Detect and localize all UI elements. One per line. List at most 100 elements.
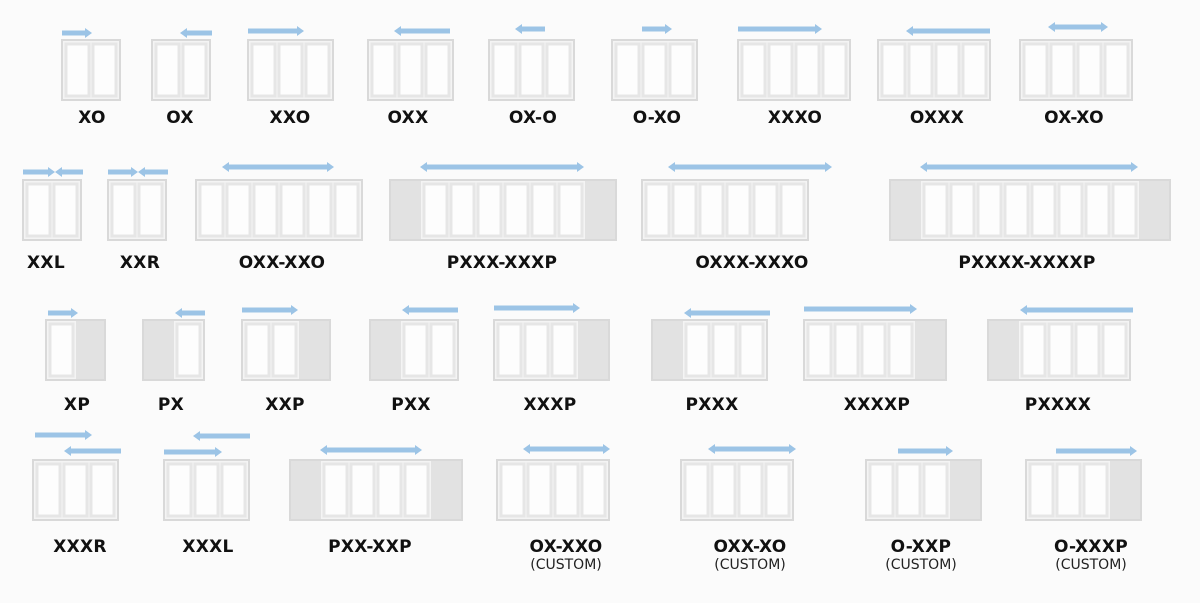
config-code: XXO xyxy=(269,108,311,128)
slide-arrow xyxy=(248,26,304,36)
door-panel xyxy=(35,462,62,518)
config-label: XXXP xyxy=(524,395,577,415)
door-panel xyxy=(550,322,577,378)
config-code: XXXP xyxy=(523,395,577,415)
slide-arrow xyxy=(138,167,168,177)
door-panel xyxy=(895,462,922,518)
config-code: OX xyxy=(166,108,194,128)
slide-arrow xyxy=(1056,446,1137,456)
door-panel xyxy=(1055,462,1082,518)
config-code: OXX-XO xyxy=(713,537,787,557)
door-panel xyxy=(225,182,252,238)
door-panel xyxy=(198,182,225,238)
door-panel xyxy=(193,462,220,518)
config-label: PXXXX-XXXXP xyxy=(958,253,1095,273)
config-code: XXXO xyxy=(767,108,823,128)
door-panel xyxy=(1020,322,1047,378)
door-panel xyxy=(949,182,976,238)
config-code: XP xyxy=(63,395,91,415)
config-note: (CUSTOM) xyxy=(714,557,786,573)
door-panel xyxy=(220,462,247,518)
door-panel xyxy=(52,182,79,238)
slide-arrow xyxy=(523,444,610,454)
door-panel xyxy=(887,322,914,378)
config-label: PXX xyxy=(391,395,431,415)
door-panel xyxy=(181,42,208,98)
config-label: OXX-XXO xyxy=(239,253,326,273)
door-panel xyxy=(860,322,887,378)
config-label: PX xyxy=(158,395,184,415)
config-label: OXX-XO(CUSTOM) xyxy=(713,537,786,574)
slide-arrow xyxy=(906,26,990,36)
slide-arrow xyxy=(920,162,1138,172)
door-panel xyxy=(738,322,765,378)
slide-arrow xyxy=(62,28,92,38)
config-code: PXXX xyxy=(685,395,739,415)
door-panel xyxy=(684,322,711,378)
door-panel xyxy=(752,182,779,238)
door-panel xyxy=(806,322,833,378)
config-label: XXO xyxy=(270,108,311,128)
slide-arrow xyxy=(708,444,796,454)
door-panel xyxy=(553,462,580,518)
door-panel xyxy=(1028,462,1055,518)
door-panel xyxy=(740,42,767,98)
door-panel xyxy=(671,182,698,238)
door-panel xyxy=(1084,182,1111,238)
config-label: OXXX xyxy=(910,108,964,128)
slide-arrow xyxy=(898,446,953,456)
config-code: XXXXP xyxy=(843,395,911,415)
door-panel xyxy=(794,42,821,98)
door-panel xyxy=(62,462,89,518)
door-panel xyxy=(767,42,794,98)
config-code: PXX-XXP xyxy=(328,537,412,557)
config-label: PXXX xyxy=(686,395,739,415)
door-panel xyxy=(698,182,725,238)
fixed-panel xyxy=(891,181,921,239)
slide-arrow xyxy=(320,445,422,455)
slide-arrow xyxy=(1020,305,1133,315)
config-label: XXXL xyxy=(182,537,233,557)
door-panel xyxy=(154,42,181,98)
slide-arrow xyxy=(180,28,212,38)
door-panel xyxy=(1111,182,1138,238)
door-panel xyxy=(403,462,430,518)
door-panel xyxy=(530,182,557,238)
fixed-panel xyxy=(578,321,608,379)
config-label: PXXXX xyxy=(1025,395,1091,415)
config-code: PXXXX xyxy=(1024,395,1092,415)
fixed-panel xyxy=(989,321,1019,379)
config-code: OXX-XXO xyxy=(238,253,326,273)
door-panel xyxy=(64,42,91,98)
door-panel xyxy=(779,182,806,238)
door-panel xyxy=(306,182,333,238)
slide-arrow xyxy=(64,446,121,456)
config-label: OX-XXO(CUSTOM) xyxy=(529,537,602,574)
door-panel xyxy=(711,322,738,378)
door-panel xyxy=(422,182,449,238)
config-label: O-XXP(CUSTOM) xyxy=(885,537,956,574)
door-panel xyxy=(503,182,530,238)
config-label: OX-XO xyxy=(1044,108,1104,128)
door-panel xyxy=(614,42,641,98)
fixed-panel xyxy=(299,321,329,379)
door-panel xyxy=(491,42,518,98)
fixed-panel xyxy=(431,461,461,519)
door-panel xyxy=(1074,322,1101,378)
door-panel xyxy=(922,462,949,518)
door-panel xyxy=(1057,182,1084,238)
